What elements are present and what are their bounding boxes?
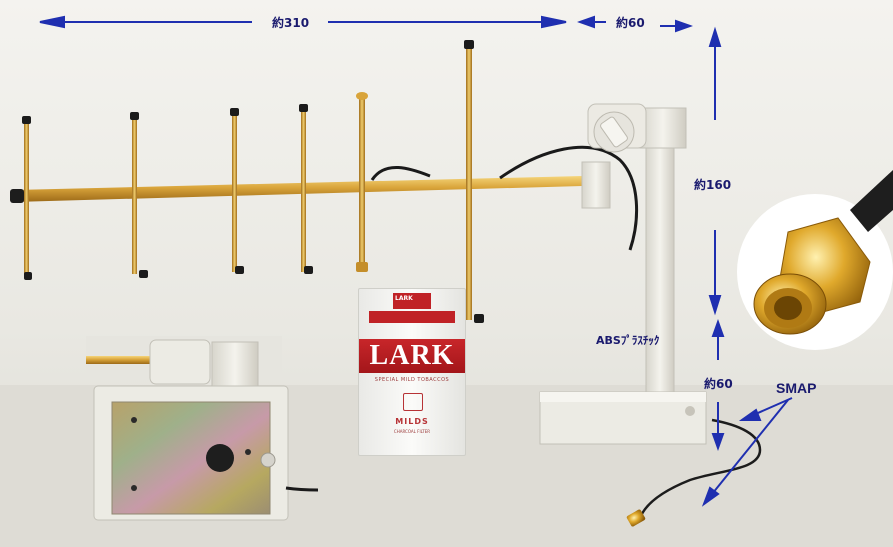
- coax-cable-bottom: [638, 418, 762, 519]
- width-label: 約60: [616, 16, 645, 30]
- pack-filter-text: CHARCOAL FILTER: [393, 429, 431, 434]
- antenna-elements: [22, 40, 484, 323]
- connector-label: SMAP: [776, 380, 817, 396]
- mount-plate-inset: [86, 336, 319, 521]
- cigarette-pack: LARK LARK SPECIAL MILD TOBACCOS MILDS CH…: [358, 288, 466, 456]
- feed-cable: [370, 165, 431, 181]
- pack-brand: LARK: [369, 340, 455, 371]
- pack-top-text: LARK: [395, 295, 413, 302]
- height-label: 約160: [694, 178, 732, 192]
- pack-tagline: SPECIAL MILD TOBACCOS: [374, 377, 450, 383]
- mount-stand: [539, 103, 707, 445]
- dimension-arrows: [39, 15, 793, 507]
- sma-closeup-inset: [737, 170, 893, 350]
- material-label: ABSﾌﾟﾗｽﾁｯｸ: [596, 334, 660, 347]
- coax-cable-top: [499, 145, 639, 251]
- pack-variant: MILDS: [395, 417, 429, 426]
- antenna-boom: [10, 176, 582, 203]
- sma-connector-small: [626, 509, 646, 527]
- pack-top-label: [393, 293, 431, 309]
- pack-top-band: [369, 311, 455, 323]
- crest-icon: [403, 393, 423, 411]
- base-label: 約60: [704, 377, 733, 391]
- pack-brand-band: LARK: [359, 339, 465, 373]
- length-label: 約310: [272, 16, 310, 30]
